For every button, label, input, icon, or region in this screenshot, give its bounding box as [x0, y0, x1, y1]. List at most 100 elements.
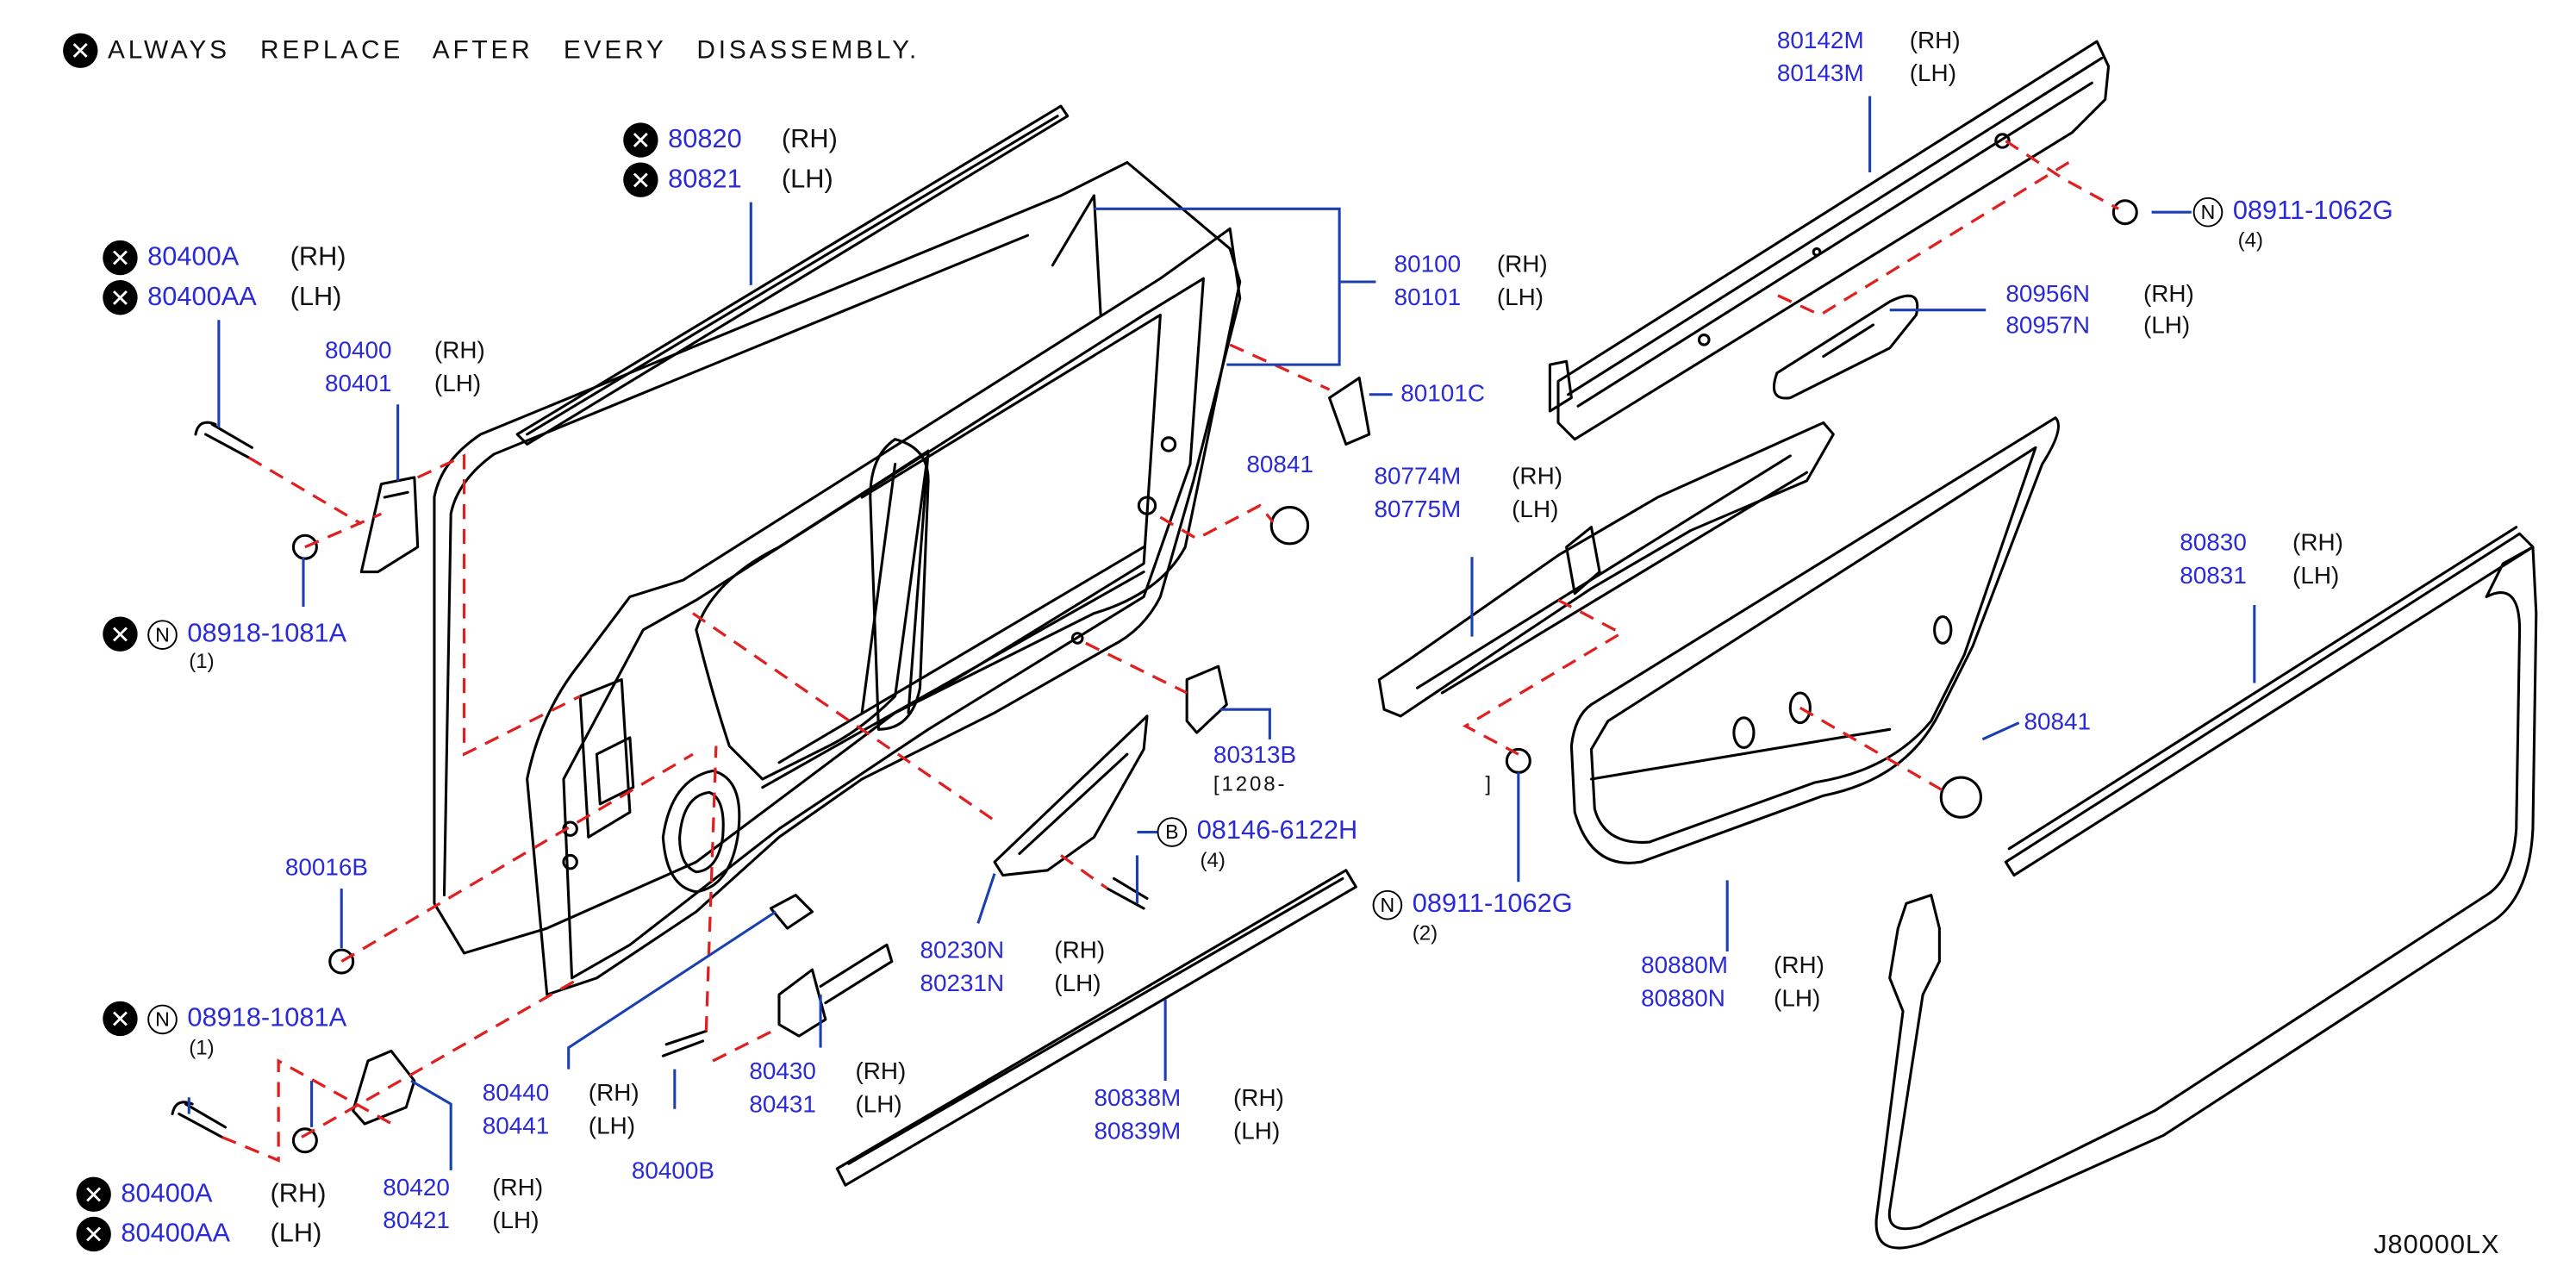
label-nut-top-right-qty: (4): [2237, 228, 2263, 253]
label-80830-side: (RH): [2292, 530, 2343, 558]
label-80841-b: 80841: [2024, 709, 2092, 736]
label-80880M: 80880M: [1641, 952, 1728, 980]
label-80016B: 80016B: [284, 855, 368, 883]
x-mark-icon: ✕: [103, 616, 138, 652]
label-80441: 80441: [482, 1113, 550, 1141]
lower-molding: [835, 869, 1357, 1187]
label-80101-side: (LH): [1496, 284, 1544, 312]
label-80400AA-top: ✕ 80400AA (LH): [103, 280, 341, 315]
label-80313B-note1: [1208-: [1213, 772, 1288, 796]
label-80421-side: (LH): [492, 1208, 540, 1235]
label-80421: 80421: [383, 1208, 450, 1235]
label-80230N: 80230N: [920, 938, 1005, 965]
door-trim-panel: [1569, 416, 2060, 864]
label-80231N-side: (LH): [1054, 971, 1101, 998]
label-80956N: 80956N: [2005, 281, 2091, 309]
label-80400: 80400: [324, 338, 392, 365]
label-80431: 80431: [749, 1092, 816, 1120]
label-80441-side: (LH): [588, 1113, 636, 1141]
label-80841-a: 80841: [1246, 452, 1313, 479]
outer-weatherstrip: [2004, 526, 2535, 877]
label-80400A-top: ✕ 80400A (RH): [103, 240, 346, 276]
label-80440-side: (RH): [588, 1081, 639, 1107]
bolt-80400A-upper: [194, 421, 253, 459]
leader-lines: [187, 96, 2256, 1170]
x-mark-icon: ✕: [63, 33, 98, 68]
bolt-80400A-lower: [171, 1101, 228, 1138]
replacement-note: ✕ ALWAYS REPLACE AFTER EVERY DISASSEMBLY…: [63, 33, 920, 68]
label-80820: ✕ 80820 (RH): [623, 122, 838, 158]
label-nut-upper: ✕ N 08918-1081A: [103, 616, 346, 652]
n-symbol-icon: N: [1372, 889, 1403, 920]
x-mark-icon: ✕: [623, 122, 658, 158]
label-80957N-side: (LH): [2143, 313, 2191, 340]
label-80142M: 80142M: [1776, 28, 1864, 55]
label-nut-upper-qty: (1): [189, 649, 215, 673]
diagram-id: J80000LX: [2373, 1232, 2500, 1260]
label-80957N: 80957N: [2005, 313, 2091, 340]
label-80838M: 80838M: [1094, 1085, 1182, 1113]
label-80400B: 80400B: [631, 1158, 714, 1186]
label-80420-side: (RH): [492, 1175, 544, 1202]
label-80880N-side: (LH): [1774, 986, 1821, 1014]
door-regulator: [993, 714, 1149, 877]
label-80143M-side: (LH): [1909, 61, 1957, 88]
label-80431-side: (LH): [855, 1092, 902, 1120]
assembly-lines: [221, 140, 2119, 1163]
label-80313B-note2: ]: [1485, 772, 1492, 796]
nut-08911-top: [2111, 199, 2138, 226]
label-80821: ✕ 80821 (LH): [623, 162, 833, 197]
door-reinforcement: [1377, 421, 1835, 718]
label-80774M: 80774M: [1374, 464, 1462, 491]
clip: [1328, 376, 1371, 446]
n-symbol-icon: N: [147, 1003, 178, 1034]
sash-bracket: [1772, 294, 1919, 400]
door-check-bracket: [769, 894, 814, 930]
label-80142M-side: (RH): [1909, 28, 1961, 55]
label-80440: 80440: [482, 1081, 550, 1107]
label-80100-side: (RH): [1496, 252, 1548, 279]
label-nut-mid: N 08911-1062G: [1372, 889, 1573, 920]
grommet-upper: [1269, 506, 1310, 546]
label-80430-side: (RH): [855, 1059, 907, 1086]
b-symbol-icon: B: [1157, 817, 1188, 847]
label-80831: 80831: [2180, 563, 2247, 590]
label-nut-mid-qty: (2): [1412, 921, 1438, 945]
label-80956N-side: (RH): [2143, 281, 2194, 309]
window-opening: [695, 449, 930, 781]
door-check: [777, 943, 894, 1038]
label-80880N: 80880N: [1641, 986, 1725, 1014]
label-80101C: 80101C: [1400, 381, 1485, 409]
door-outer-panel: [433, 160, 1242, 955]
label-80143M: 80143M: [1776, 61, 1864, 88]
label-80775M: 80775M: [1374, 497, 1462, 524]
label-80838M-side: (RH): [1233, 1085, 1284, 1113]
x-mark-icon: ✕: [103, 240, 138, 276]
label-bolt-b: B 08146-6122H: [1157, 817, 1357, 847]
x-mark-icon: ✕: [623, 162, 658, 197]
x-mark-icon: ✕: [76, 1216, 111, 1252]
bolt-08146: [1106, 876, 1149, 910]
label-80401: 80401: [324, 371, 392, 398]
lower-hinge: [352, 1049, 416, 1126]
grommet-lower: [1939, 776, 1983, 819]
label-80400-side: (RH): [433, 338, 485, 365]
upper-sash-rail: [1556, 40, 2111, 441]
upper-hinge: [359, 476, 420, 574]
label-80775M-side: (LH): [1512, 497, 1559, 524]
label-80400AA-bottom: ✕ 80400AA (LH): [76, 1216, 321, 1252]
bolt-80400B: [661, 1029, 708, 1057]
label-80830: 80830: [2180, 530, 2247, 558]
nut-lower: [291, 1127, 318, 1154]
label-80101: 80101: [1394, 284, 1462, 312]
label-80430: 80430: [749, 1059, 816, 1086]
note-text: ALWAYS REPLACE AFTER EVERY DISASSEMBLY.: [108, 35, 920, 65]
label-80100: 80100: [1394, 252, 1462, 279]
x-mark-icon: ✕: [103, 280, 138, 315]
door-seal: [1874, 546, 2538, 1250]
label-80880M-side: (RH): [1774, 952, 1824, 980]
label-80230N-side: (RH): [1054, 938, 1106, 965]
nut-80016B: [328, 948, 355, 975]
label-80831-side: (LH): [2292, 563, 2340, 590]
